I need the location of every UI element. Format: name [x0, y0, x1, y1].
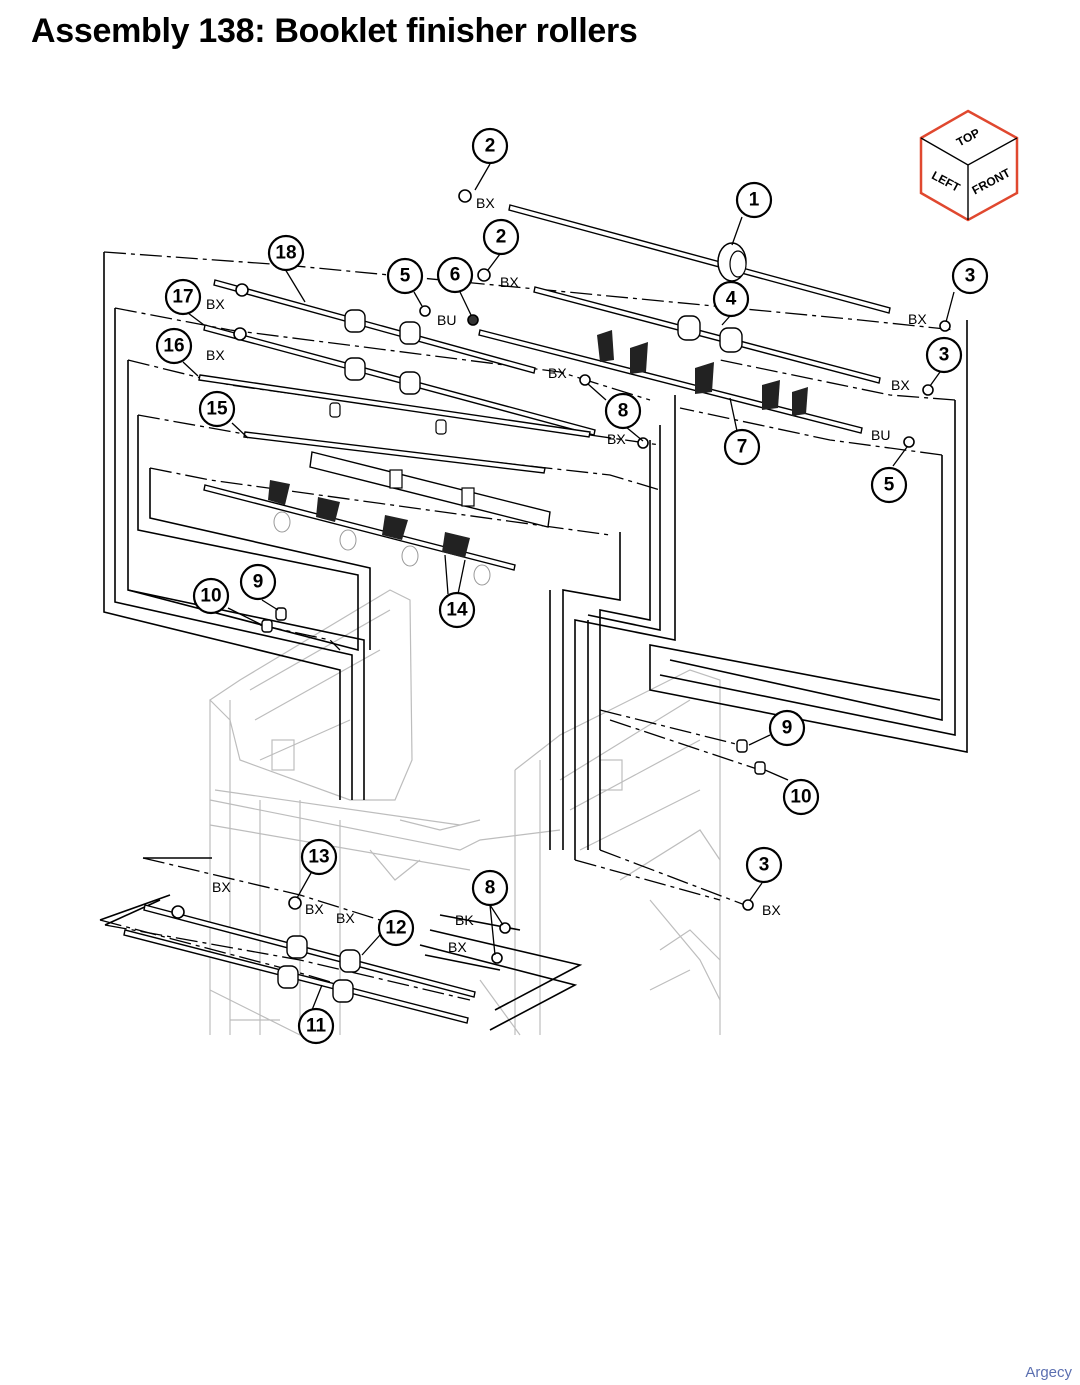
svg-text:11: 11 — [306, 1016, 327, 1037]
orientation-cube: TOP LEFT FRONT — [919, 109, 1019, 222]
leader-lines — [182, 163, 955, 1011]
svg-text:6: 6 — [450, 265, 461, 286]
callout-3: 3 — [745, 846, 783, 884]
roller-shaft-15 — [243, 431, 546, 474]
svg-text:7: 7 — [737, 437, 748, 458]
hardware-parts — [171, 189, 951, 964]
svg-text:17: 17 — [172, 287, 193, 308]
callout-18: 18 — [267, 234, 305, 272]
code-label: BX — [476, 195, 495, 211]
callout-5: 5 — [870, 466, 908, 504]
svg-text:15: 15 — [206, 399, 228, 420]
roller-shaft-4 — [533, 286, 881, 384]
svg-text:14: 14 — [446, 600, 468, 621]
svg-text:8: 8 — [618, 401, 629, 422]
callout-3: 3 — [951, 257, 989, 295]
callout-7: 7 — [723, 428, 761, 466]
watermark: Argecy — [1025, 1364, 1072, 1381]
svg-text:10: 10 — [200, 586, 221, 607]
svg-text:2: 2 — [496, 227, 507, 248]
code-label: BU — [871, 427, 890, 443]
svg-text:3: 3 — [939, 345, 950, 366]
code-label: BX — [206, 296, 225, 312]
svg-text:2: 2 — [485, 136, 496, 157]
roller-shaft-18 — [213, 279, 536, 374]
hardware-codes: BX BX BX BX BX BX BU BX BX BU BX BX BX B… — [206, 195, 927, 955]
callout-9: 9 — [768, 709, 806, 747]
code-label: BX — [607, 431, 626, 447]
callout-16: 16 — [155, 327, 193, 365]
code-label: BX — [305, 901, 324, 917]
code-label: BX — [500, 274, 519, 290]
callout-13: 13 — [300, 838, 338, 876]
callout-11: 11 — [297, 1007, 335, 1045]
code-label: BK — [455, 912, 474, 928]
svg-text:9: 9 — [253, 572, 264, 593]
roller-shaft-14 — [203, 484, 516, 571]
callout-4: 4 — [712, 280, 750, 318]
callout-6: 6 — [436, 256, 474, 294]
callout-3: 3 — [925, 336, 963, 374]
callout-12: 12 — [377, 909, 415, 947]
svg-text:12: 12 — [385, 918, 406, 939]
callout-2: 2 — [471, 127, 509, 165]
rollers — [123, 204, 891, 1024]
callout-9: 9 — [239, 563, 277, 601]
callout-2: 2 — [482, 218, 520, 256]
alignment-lines — [99, 251, 956, 1021]
callout-1: 1 — [735, 181, 773, 219]
svg-text:8: 8 — [485, 878, 496, 899]
callout-14: 14 — [438, 591, 476, 629]
callout-17: 17 — [164, 278, 202, 316]
code-label: BX — [548, 365, 567, 381]
svg-text:5: 5 — [400, 266, 411, 287]
code-label: BX — [448, 939, 467, 955]
svg-text:3: 3 — [759, 855, 770, 876]
callout-10: 10 — [192, 577, 230, 615]
callout-15: 15 — [198, 390, 236, 428]
code-label: BU — [437, 312, 456, 328]
code-label: BX — [891, 377, 910, 393]
svg-text:10: 10 — [790, 787, 811, 808]
svg-text:16: 16 — [163, 336, 184, 357]
code-label: BX — [908, 311, 927, 327]
code-label: BX — [336, 910, 355, 926]
svg-text:5: 5 — [884, 475, 895, 496]
code-label: BX — [212, 879, 231, 895]
svg-text:4: 4 — [726, 289, 737, 310]
callout-8: 8 — [604, 392, 642, 430]
svg-text:9: 9 — [782, 718, 793, 739]
roller-shaft-16 — [198, 374, 591, 438]
svg-text:1: 1 — [749, 190, 760, 211]
roller-shaft-12 — [143, 904, 476, 998]
roller-shaft-1 — [508, 204, 891, 314]
callout-10: 10 — [782, 778, 820, 816]
callout-8: 8 — [471, 869, 509, 907]
callout-5: 5 — [386, 257, 424, 295]
svg-text:18: 18 — [275, 243, 296, 264]
page-title: Assembly 138: Booklet finisher rollers — [31, 12, 638, 50]
svg-text:3: 3 — [965, 266, 976, 287]
part-callouts: 1 2 2 3 3 3 4 5 5 6 7 8 8 9 9 10 10 11 1… — [155, 127, 989, 1045]
code-label: BX — [762, 902, 781, 918]
svg-text:13: 13 — [308, 847, 329, 868]
code-label: BX — [206, 347, 225, 363]
